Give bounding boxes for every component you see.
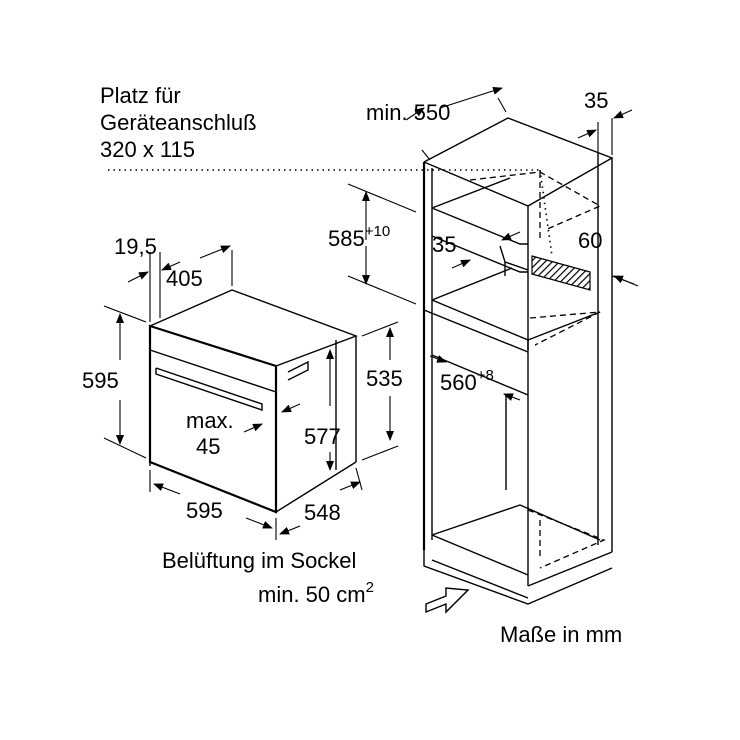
dim-60: 60 <box>578 228 602 253</box>
dim-45: 45 <box>196 434 220 459</box>
connection-label-line3: 320 x 115 <box>100 137 195 162</box>
dim-405: 405 <box>166 266 203 291</box>
units-label: Maße in mm <box>500 622 622 647</box>
dim-535: 535 <box>366 366 403 391</box>
dim-577: 577 <box>304 424 341 449</box>
dim-35-top: 35 <box>584 88 608 113</box>
connection-label-line2: Geräteanschluß <box>100 110 257 135</box>
connection-label-line1: Platz für <box>100 83 181 108</box>
dim-585-value: 585 <box>328 226 365 251</box>
dim-548: 548 <box>304 500 341 525</box>
dim-19-5: 19,5 <box>114 234 157 259</box>
tall-cabinet <box>422 117 614 605</box>
dim-35-mid: 35 <box>432 232 456 257</box>
dim-585: 585+10 <box>328 223 390 251</box>
dim-560-tolerance: +8 <box>477 367 494 384</box>
ventilation-arrow <box>425 587 470 614</box>
oven-appliance <box>148 289 359 514</box>
dim-min-550: min. 550 <box>366 100 450 125</box>
connection-cutout-hatch <box>531 255 591 291</box>
dim-max-label: max. <box>186 408 234 433</box>
dim-595-left: 595 <box>82 368 119 393</box>
dim-560-value: 560 <box>440 370 477 395</box>
dimension-lines <box>103 86 639 540</box>
dim-560: 560+8 <box>440 367 494 395</box>
ventilation-area: min. 50 cm <box>258 582 366 607</box>
dim-585-tolerance: +10 <box>365 223 390 240</box>
ventilation-area-exponent: 2 <box>366 579 374 596</box>
annotations: Platz für Geräteanschluß 320 x 115 min. … <box>82 83 622 647</box>
ventilation-label-line2: min. 50 cm2 <box>258 579 374 607</box>
ventilation-label-line1: Belüftung im Sockel <box>162 548 356 573</box>
dim-595-bottom: 595 <box>186 498 223 523</box>
